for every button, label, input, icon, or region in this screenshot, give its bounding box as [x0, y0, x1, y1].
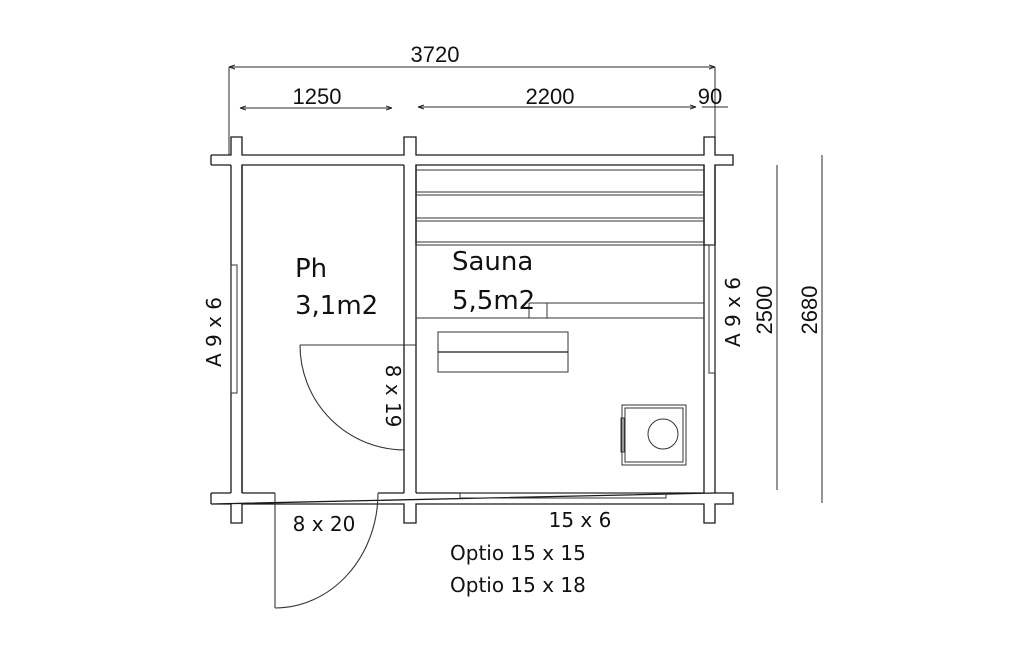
dim-wall-offset: 90 [698, 84, 722, 109]
window-right-frame [708, 244, 716, 374]
dim-ph-width: 1250 [293, 84, 342, 109]
option-label: Optio 15 x 18 [450, 573, 586, 597]
entrance-door [274, 492, 379, 609]
window-left-label: A 9 x 6 [202, 297, 226, 367]
sauna-benches [416, 169, 704, 319]
dim-sauna-width: 2200 [526, 84, 575, 109]
room-sauna-name: Sauna [452, 247, 533, 277]
dim-inner-height: 2500 [752, 286, 777, 335]
inner-door-label: 8 x 19 [381, 365, 405, 428]
window-left [230, 264, 238, 394]
dim-arrows-sauna [417, 104, 697, 110]
dim-total-height: 2680 [797, 286, 822, 335]
entrance-door-label: 8 x 20 [293, 512, 356, 536]
stove-outer [621, 404, 687, 466]
inner-door-swing-arc [299, 344, 406, 451]
window-left-frame [230, 264, 238, 394]
stove-stones-icon [647, 418, 679, 450]
room-ph-name: Ph [295, 254, 327, 284]
entrance-door-swing-arc [274, 492, 379, 609]
window-bottom-frame [459, 492, 667, 499]
window-right-label: A 9 x 6 [721, 277, 745, 347]
room-sauna-area: 5,5m2 [452, 286, 535, 316]
window-bottom [459, 492, 667, 499]
bottom-wall [210, 492, 734, 524]
top-dimensions [228, 64, 728, 155]
room-ph-area: 3,1m2 [295, 291, 378, 321]
dim-arrows-ph [239, 105, 393, 111]
option-label: Optio 15 x 15 [450, 541, 586, 565]
stove-door [620, 417, 625, 453]
window-right [708, 244, 716, 374]
walls [210, 136, 734, 524]
stove-inner [624, 407, 684, 463]
window-bottom-label: 15 x 6 [549, 508, 612, 532]
footrest-bench [437, 331, 569, 373]
inner-door [299, 344, 416, 451]
dim-arrows-total [228, 64, 716, 70]
dim-total-width: 3720 [411, 42, 460, 67]
stove [620, 404, 687, 466]
